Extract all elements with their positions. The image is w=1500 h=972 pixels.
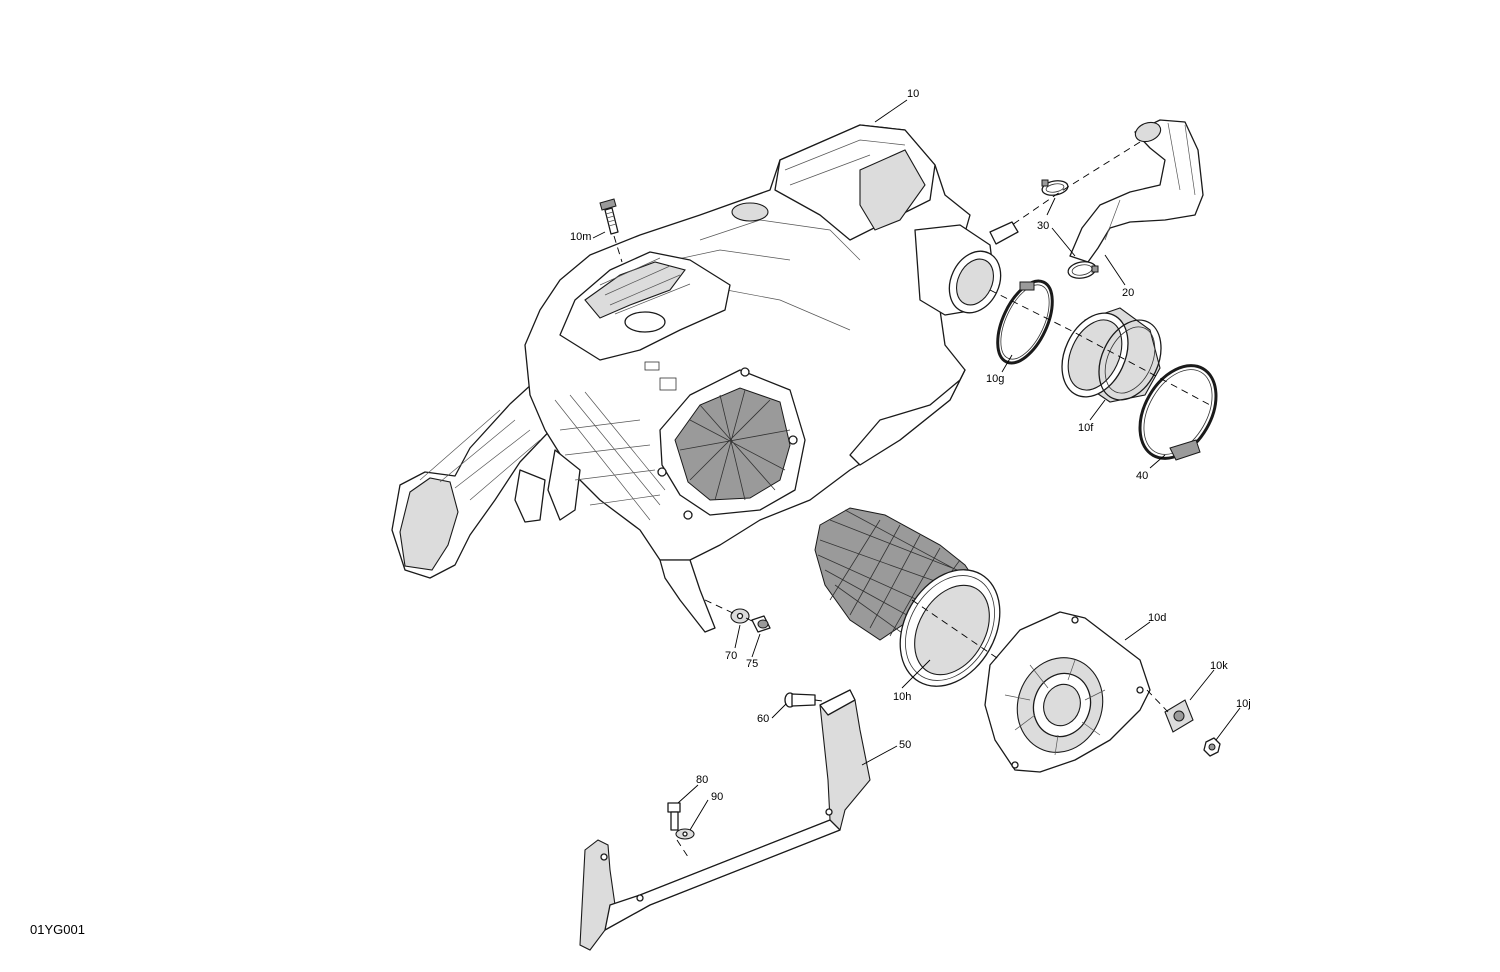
screw-10m[interactable] [599,198,619,235]
callout-10: 10 [907,88,919,100]
callout-70: 70 [725,650,737,662]
nut-10j[interactable] [1203,737,1221,757]
axis-line-filter [911,599,1001,661]
drawing-code: 01YG001 [30,922,85,937]
air-filter-10h[interactable] [814,507,1020,704]
axis-line-70 [704,599,753,622]
filter-cover-10d[interactable] [984,611,1151,773]
callout-75: 75 [746,658,758,670]
clip-10k[interactable] [1164,699,1194,733]
callout-80: 80 [696,774,708,786]
callout-10d: 10d [1148,612,1166,624]
callout-10g: 10g [986,373,1004,385]
callout-30: 30 [1037,220,1049,232]
callout-60: 60 [757,713,769,725]
axis-line-10m [613,235,623,263]
airbox-housing[interactable] [391,124,1019,633]
axis-line-hose [1011,141,1141,226]
callout-10j: 10j [1236,698,1251,710]
clamp-30-lower[interactable] [1067,260,1099,281]
bracket-50[interactable] [579,689,871,951]
leader-lines [592,99,1241,831]
axis-line-80 [676,839,691,861]
callout-10f: 10f [1078,422,1094,434]
boot-10f[interactable] [1049,302,1173,409]
callout-50: 50 [899,739,911,751]
callout-90: 90 [711,791,723,803]
axis-line-60 [814,699,823,702]
callout-labels: 10 10m 30 20 10g 10f 40 10d 10k 10j 10h … [570,88,1251,803]
washer-70[interactable] [730,608,750,624]
clamp-40[interactable] [1124,352,1231,472]
bolt-80[interactable] [667,802,681,831]
callout-20: 20 [1122,287,1134,299]
callout-10k: 10k [1210,660,1228,672]
callout-40: 40 [1136,470,1148,482]
callout-10h: 10h [893,691,911,703]
clamp-30-upper[interactable] [1041,179,1069,197]
bolt-60[interactable] [784,692,816,708]
axis-line-10k [1146,689,1169,713]
bolt-75[interactable] [751,615,771,633]
axis-line-outlet [989,289,1211,406]
washer-90[interactable] [675,828,695,840]
callout-10m: 10m [570,231,591,243]
hose-20[interactable] [1069,119,1204,263]
clamp-10g[interactable] [986,273,1063,371]
